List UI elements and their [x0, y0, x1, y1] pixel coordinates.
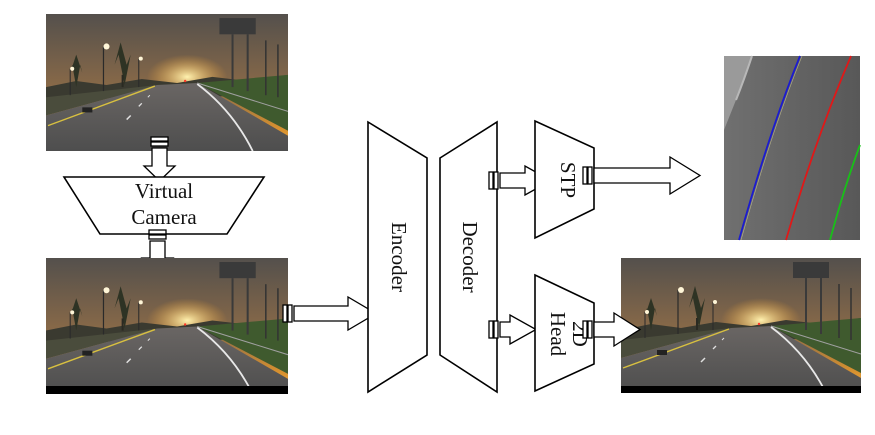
arrow-stp-to-lane-output	[582, 155, 702, 196]
virtual-camera-block: Virtual Camera	[62, 176, 266, 235]
lane-line-green	[829, 144, 861, 241]
arrow-decoder-to-2d-head	[488, 313, 538, 346]
stp-label: STP	[556, 162, 580, 198]
input-camera-image	[46, 14, 288, 151]
decoder-block: Decoder	[439, 120, 498, 394]
bev-lane-output-image	[724, 55, 861, 241]
virtual-camera-label-line1: Virtual	[135, 179, 193, 203]
encoder-label: Encoder	[387, 222, 411, 292]
virtual-camera-label-line2: Camera	[131, 205, 197, 229]
lane-line-red	[785, 55, 852, 241]
decoder-label: Decoder	[458, 221, 482, 292]
arrow-input-to-virtual-camera	[142, 136, 177, 182]
arrow-decoder-to-stp	[488, 164, 553, 197]
output-2d-lane-image	[621, 258, 861, 393]
stp-block: STP	[534, 119, 595, 240]
lane-line-blue	[738, 55, 801, 241]
arrow-image-to-encoder	[282, 295, 378, 332]
warped-camera-image	[46, 258, 288, 394]
encoder-block: Encoder	[367, 120, 428, 394]
head-2d-label-b: Head	[546, 312, 570, 357]
arrow-2d-head-to-output	[582, 311, 642, 348]
